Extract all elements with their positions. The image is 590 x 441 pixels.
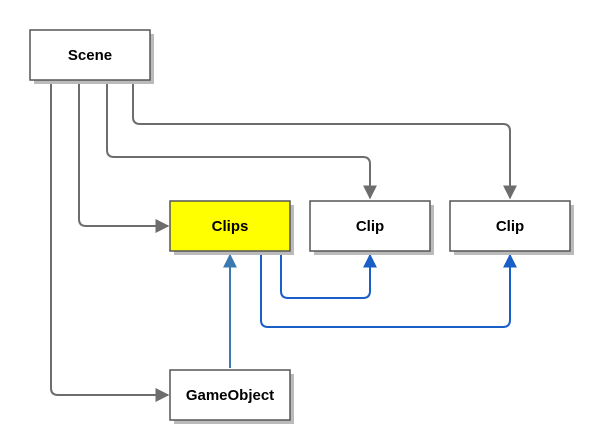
node-gameobject-box bbox=[169, 369, 291, 421]
node-scene[interactable]: Scene bbox=[29, 29, 154, 84]
edge-scene-to-clip-a bbox=[106, 80, 377, 200]
node-clip-a-box bbox=[309, 200, 431, 252]
node-scene-label: Scene bbox=[68, 47, 112, 64]
edge-clips-to-clip-a bbox=[280, 253, 377, 299]
node-clip-a-label: Clip bbox=[356, 218, 384, 235]
edge-scene-to-gameobject bbox=[50, 80, 170, 402]
edge-scene-to-clips bbox=[78, 80, 170, 233]
edge-scene-to-clip-b bbox=[132, 80, 517, 200]
node-clips-box bbox=[169, 200, 291, 252]
node-clip-a[interactable]: Clip bbox=[309, 200, 434, 255]
node-clips-label: Clips bbox=[212, 218, 249, 235]
edge-clips-to-clip-b bbox=[260, 253, 517, 328]
node-gameobject-label: GameObject bbox=[186, 387, 274, 404]
edges-from-scene bbox=[50, 80, 517, 402]
node-clip-b[interactable]: Clip bbox=[449, 200, 574, 255]
node-clip-b-box bbox=[449, 200, 571, 252]
node-clip-b-label: Clip bbox=[496, 218, 524, 235]
node-gameobject[interactable]: GameObject bbox=[169, 369, 294, 424]
edges-from-clips bbox=[260, 253, 517, 328]
node-clips[interactable]: Clips bbox=[169, 200, 294, 255]
node-scene-box bbox=[29, 29, 151, 81]
